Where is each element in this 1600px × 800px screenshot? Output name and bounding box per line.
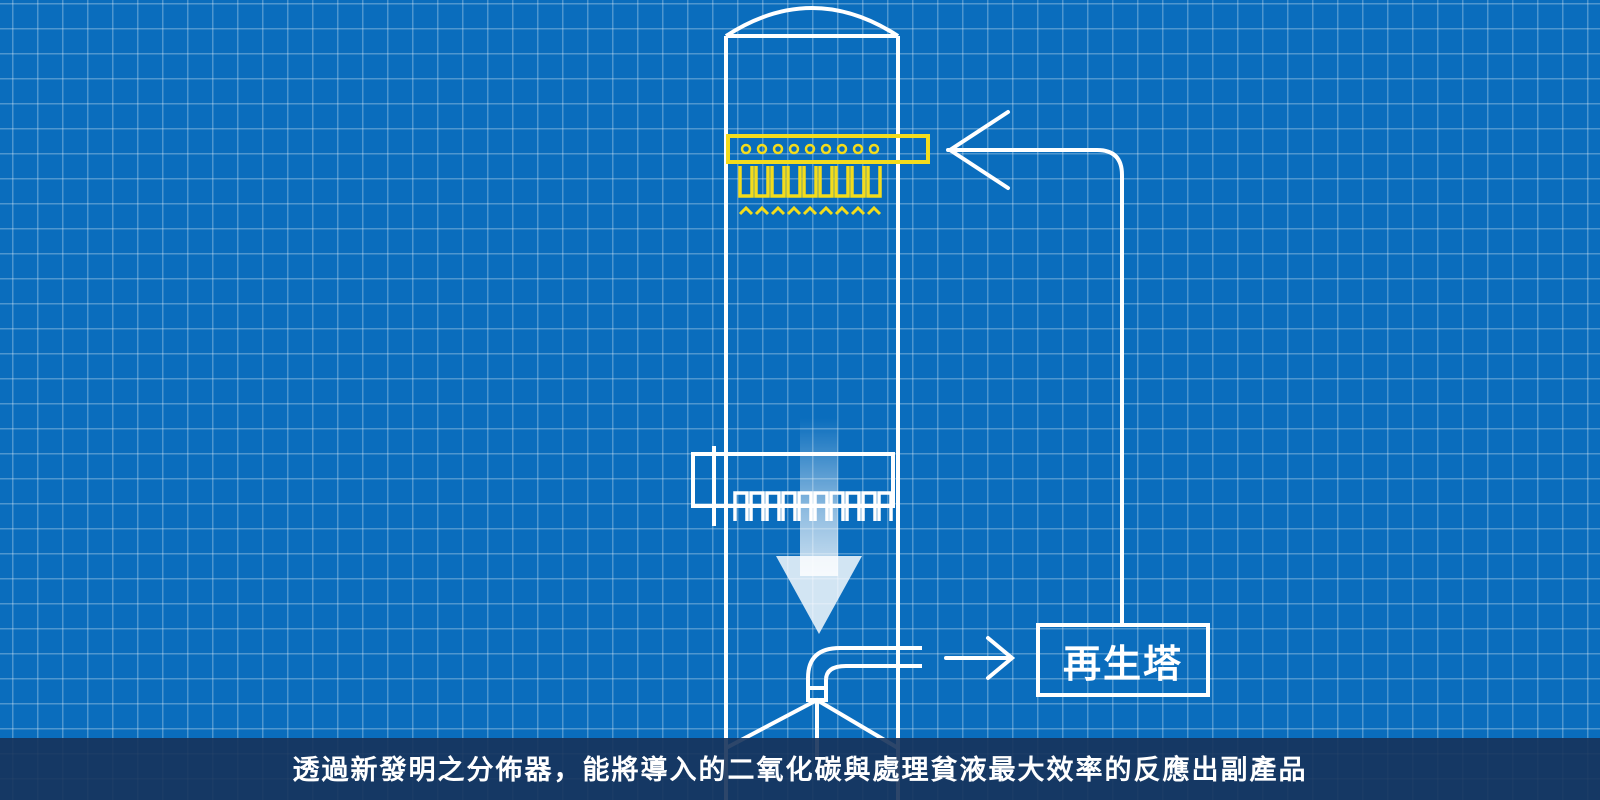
gas-distributor	[691, 446, 895, 526]
caption-bar	[0, 738, 1600, 800]
absorber-tower	[724, 6, 900, 800]
spray-droplets	[738, 205, 882, 216]
caption-text: 透過新發明之分佈器，能將導入的二氧化碳與處理貧液最大效率的反應出副產品	[292, 755, 1308, 786]
regenerator-label: 再生塔	[1062, 641, 1183, 686]
rich-solution-outlet	[806, 646, 922, 702]
outlet-arrow	[944, 636, 1016, 680]
spray-distributor	[726, 134, 930, 216]
regenerator-box	[1036, 623, 1210, 697]
downward-flow-arrow	[776, 418, 862, 634]
distributor-holes	[740, 143, 880, 155]
lean-solution-return-line	[946, 110, 1124, 627]
tower-top-dome	[724, 6, 900, 38]
return-arrowhead	[946, 110, 1010, 190]
distributor-pipe	[726, 134, 930, 164]
distributor-nozzles	[738, 166, 882, 198]
gas-inlet-pipe	[691, 452, 895, 508]
